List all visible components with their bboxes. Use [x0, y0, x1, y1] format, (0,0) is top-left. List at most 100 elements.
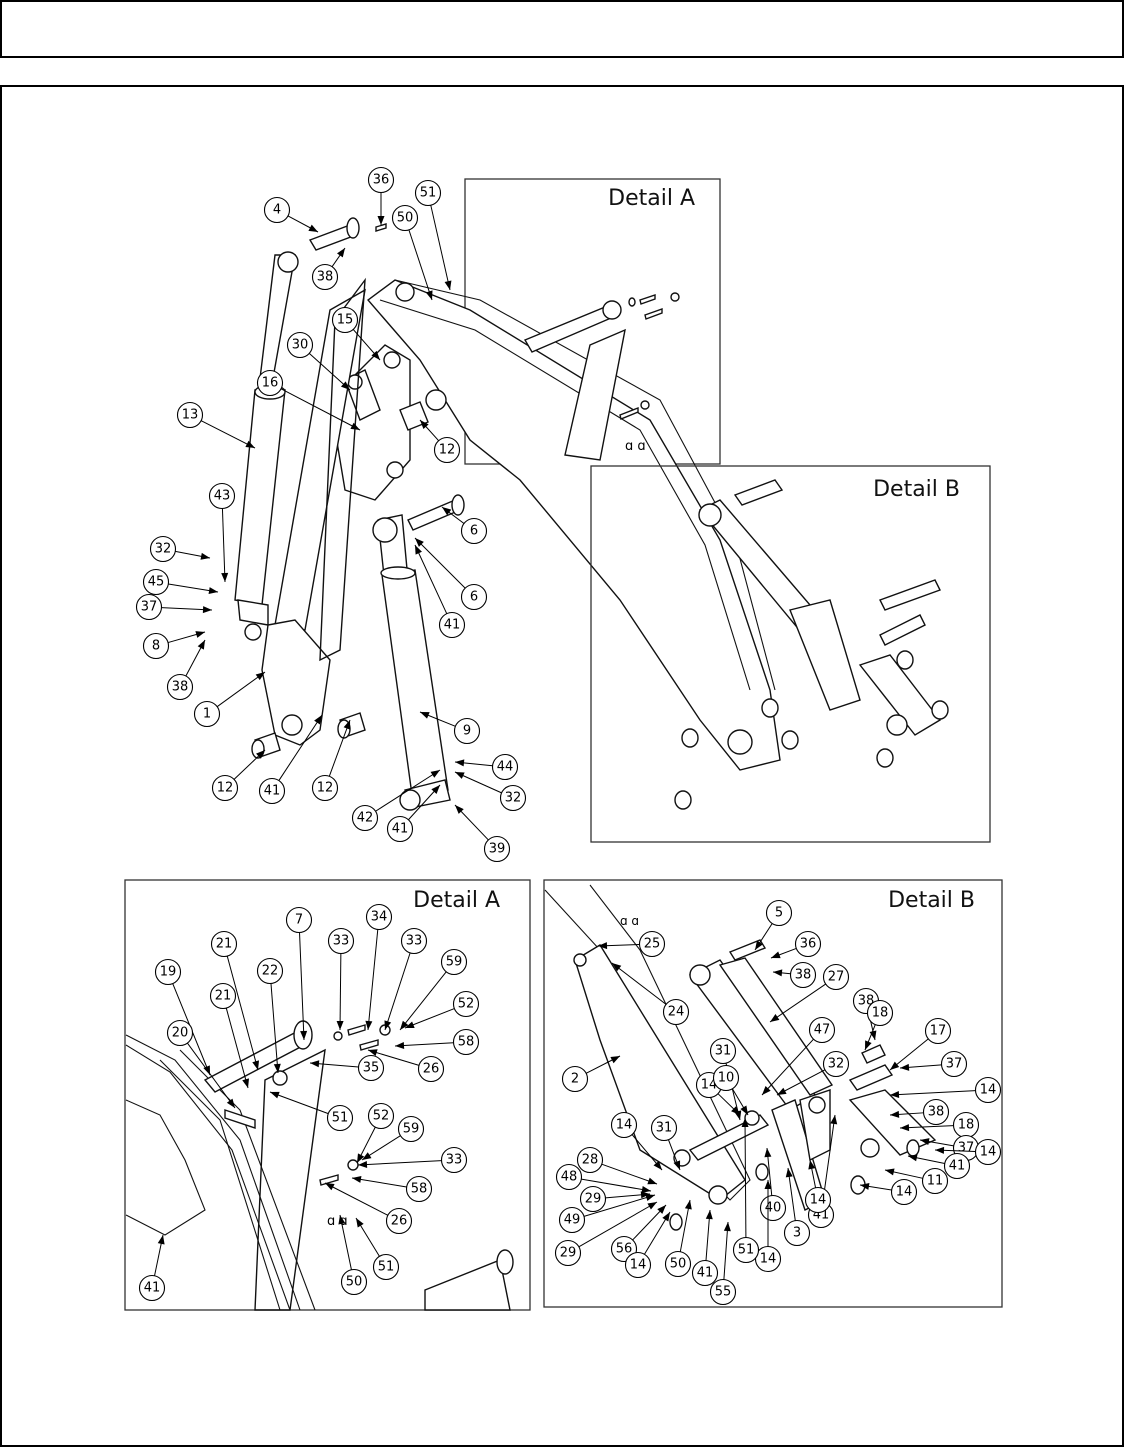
callout-14: 14 — [610, 1111, 663, 1171]
callout-circle — [365, 903, 393, 931]
callout-55: 55 — [709, 1221, 737, 1306]
arrowhead-icon — [415, 545, 422, 555]
callout-12: 12 — [211, 749, 266, 802]
arrowhead-icon — [202, 606, 212, 614]
arrowhead-icon — [770, 1014, 780, 1022]
arrowhead-icon — [400, 1020, 409, 1030]
leader-line — [367, 929, 379, 1031]
callout-circle — [397, 1115, 425, 1143]
callout-circle — [193, 700, 221, 728]
callout-circle — [209, 982, 237, 1010]
callout-number: 27 — [828, 970, 845, 985]
arrowhead-icon — [300, 1030, 308, 1040]
callout-number: 38 — [317, 270, 334, 285]
callout-14: 14 — [624, 1211, 671, 1279]
callout-circle — [138, 1274, 166, 1302]
callout-50: 50 — [664, 1199, 692, 1278]
leader-line — [226, 955, 259, 1071]
arrowhead-icon — [340, 381, 350, 390]
callout-number: 11 — [927, 1174, 944, 1189]
callout-number: 30 — [292, 338, 309, 353]
callout-circle — [712, 1064, 740, 1092]
callout-circle — [789, 961, 817, 989]
callout-58: 58 — [351, 1175, 433, 1203]
callout-51: 51 — [732, 1117, 760, 1264]
callout-number: 41 — [264, 784, 281, 799]
callout-circle — [555, 1163, 583, 1191]
svg-text:ɑ ɑ: ɑ ɑ — [620, 914, 639, 928]
overview-detail-b-parts — [674, 479, 949, 810]
callout-number: 31 — [656, 1121, 673, 1136]
callout-number: 38 — [172, 680, 189, 695]
callout-34: 34 — [365, 903, 393, 1031]
callout-number: 51 — [378, 1260, 395, 1275]
callout-number: 55 — [715, 1285, 732, 1300]
callout-18: 18 — [864, 999, 894, 1051]
callout-circle — [664, 1250, 692, 1278]
callout-number: 51 — [332, 1111, 349, 1126]
arrowhead-icon — [343, 720, 351, 730]
callout-circle — [149, 535, 177, 563]
callout-circle — [208, 482, 236, 510]
callout-18: 18 — [899, 1111, 980, 1139]
arrowhead-icon — [197, 640, 205, 650]
callout-number: 19 — [160, 965, 177, 980]
callout-number: 16 — [262, 376, 279, 391]
callout-35: 35 — [309, 1054, 385, 1082]
arrowhead-icon — [430, 770, 440, 778]
arrowhead-icon — [255, 672, 265, 681]
callout-circle — [890, 1178, 918, 1206]
callout-number: 45 — [148, 575, 165, 590]
arrowhead-icon — [657, 1205, 666, 1214]
callout-number: 14 — [760, 1252, 777, 1267]
callout-number: 25 — [644, 937, 661, 952]
callout-circle — [822, 963, 850, 991]
leader-line — [280, 388, 361, 431]
callout-circle — [385, 1207, 413, 1235]
callout-number: 50 — [670, 1257, 687, 1272]
leader-line — [200, 420, 256, 449]
callout-circle — [650, 1114, 678, 1142]
callout-number: 32 — [505, 791, 522, 806]
arrowhead-icon — [314, 715, 322, 725]
callout-circle — [452, 1028, 480, 1056]
callout-circle — [166, 673, 194, 701]
callout-number: 4 — [273, 203, 281, 218]
leader-line — [414, 537, 466, 589]
arrowhead-icon — [773, 969, 783, 977]
callout-number: 18 — [958, 1118, 975, 1133]
leader-line — [324, 1182, 389, 1216]
callout-circle — [256, 957, 284, 985]
callout-number: 58 — [411, 1182, 428, 1197]
arrowhead-icon — [200, 552, 210, 560]
arrowhead-icon — [890, 1110, 900, 1118]
arrowhead-icon — [337, 248, 345, 258]
callout-number: 34 — [371, 910, 388, 925]
arrowhead-icon — [662, 1212, 670, 1222]
callout-circle — [256, 369, 284, 397]
callout-32: 32 — [454, 771, 527, 812]
callout-number: 1 — [203, 707, 211, 722]
callout-5: 5 — [754, 899, 793, 951]
callout-circle — [285, 906, 313, 934]
arrowhead-icon — [256, 750, 265, 759]
callout-circle — [340, 1268, 368, 1296]
callout-circle — [357, 1054, 385, 1082]
arrowhead-icon — [741, 1118, 749, 1128]
overview-detail-b-label: Detail B — [873, 477, 960, 502]
header-frame — [0, 0, 1124, 58]
callout-37: 37 — [135, 593, 213, 621]
arrowhead-icon — [338, 1215, 346, 1225]
callout-number: 39 — [489, 842, 506, 857]
callout-number: 37 — [958, 1141, 975, 1156]
arrowhead-icon — [350, 422, 360, 430]
callout-number: 42 — [357, 811, 374, 826]
callout-circle — [783, 1219, 811, 1247]
callout-number: 49 — [564, 1213, 581, 1228]
arrowhead-icon — [640, 1191, 650, 1199]
arrowhead-icon — [865, 1040, 872, 1050]
callout-36: 36 — [367, 166, 395, 225]
callout-circle — [709, 1278, 737, 1306]
callout-50: 50 — [391, 204, 433, 301]
arrowhead-icon — [270, 1091, 280, 1099]
